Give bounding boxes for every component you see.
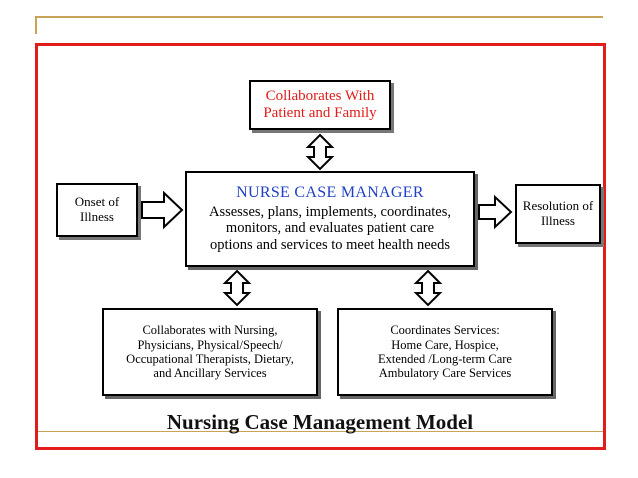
center-box-line-2: monitors, and evaluates patient care xyxy=(225,220,435,237)
arrow-onset-to-manager xyxy=(141,190,184,230)
bottom-decor-line xyxy=(35,431,603,432)
collaborates-nursing-box: Collaborates with Nursing, Physicians, P… xyxy=(102,308,318,396)
top-box-line-2: Patient and Family xyxy=(263,105,377,121)
br-box-line-2: Home Care, Hospice, xyxy=(391,337,499,352)
top-box-line-1: Collaborates With xyxy=(265,87,375,104)
double-arrow-bottom-left xyxy=(222,269,252,307)
top-decor-tick xyxy=(35,16,37,34)
bl-box-line-3: Occupational Therapists, Dietary, xyxy=(126,352,294,366)
center-box-line-3: options and services to meet health need… xyxy=(210,237,450,254)
double-arrow-bottom-right xyxy=(413,269,443,307)
resolution-of-illness-box: Resolution of Illness xyxy=(515,184,601,244)
left-box-line-1: Onset of xyxy=(74,194,120,210)
br-box-line-3: Extended /Long-term Care xyxy=(378,352,512,366)
br-box-line-4: Ambulatory Care Services xyxy=(378,366,512,381)
left-box-line-2: Illness xyxy=(80,209,114,224)
diagram-caption: Nursing Case Management Model xyxy=(166,410,474,434)
right-box-line-1: Resolution of xyxy=(522,198,594,214)
nurse-case-manager-title: NURSE CASE MANAGER xyxy=(236,184,424,202)
nurse-case-manager-box: NURSE CASE MANAGER Assesses, plans, impl… xyxy=(185,171,475,267)
diagram-frame xyxy=(35,43,606,450)
arrow-manager-to-resolution xyxy=(478,194,513,230)
collaborates-patient-family-box: Collaborates With Patient and Family xyxy=(249,80,391,130)
center-box-line-1: Assesses, plans, implements, coordinates… xyxy=(208,203,452,220)
bl-box-line-2: Physicians, Physical/Speech/ xyxy=(137,337,283,352)
double-arrow-top xyxy=(305,133,335,171)
bl-box-line-4: and Ancillary Services xyxy=(153,366,267,381)
coordinates-services-box: Coordinates Services: Home Care, Hospice… xyxy=(337,308,553,396)
onset-of-illness-box: Onset of Illness xyxy=(56,183,138,237)
br-box-line-1: Coordinates Services: xyxy=(390,323,500,338)
bl-box-line-1: Collaborates with Nursing, xyxy=(142,323,278,338)
top-decor-line xyxy=(35,16,603,18)
right-box-line-2: Illness xyxy=(541,213,575,228)
